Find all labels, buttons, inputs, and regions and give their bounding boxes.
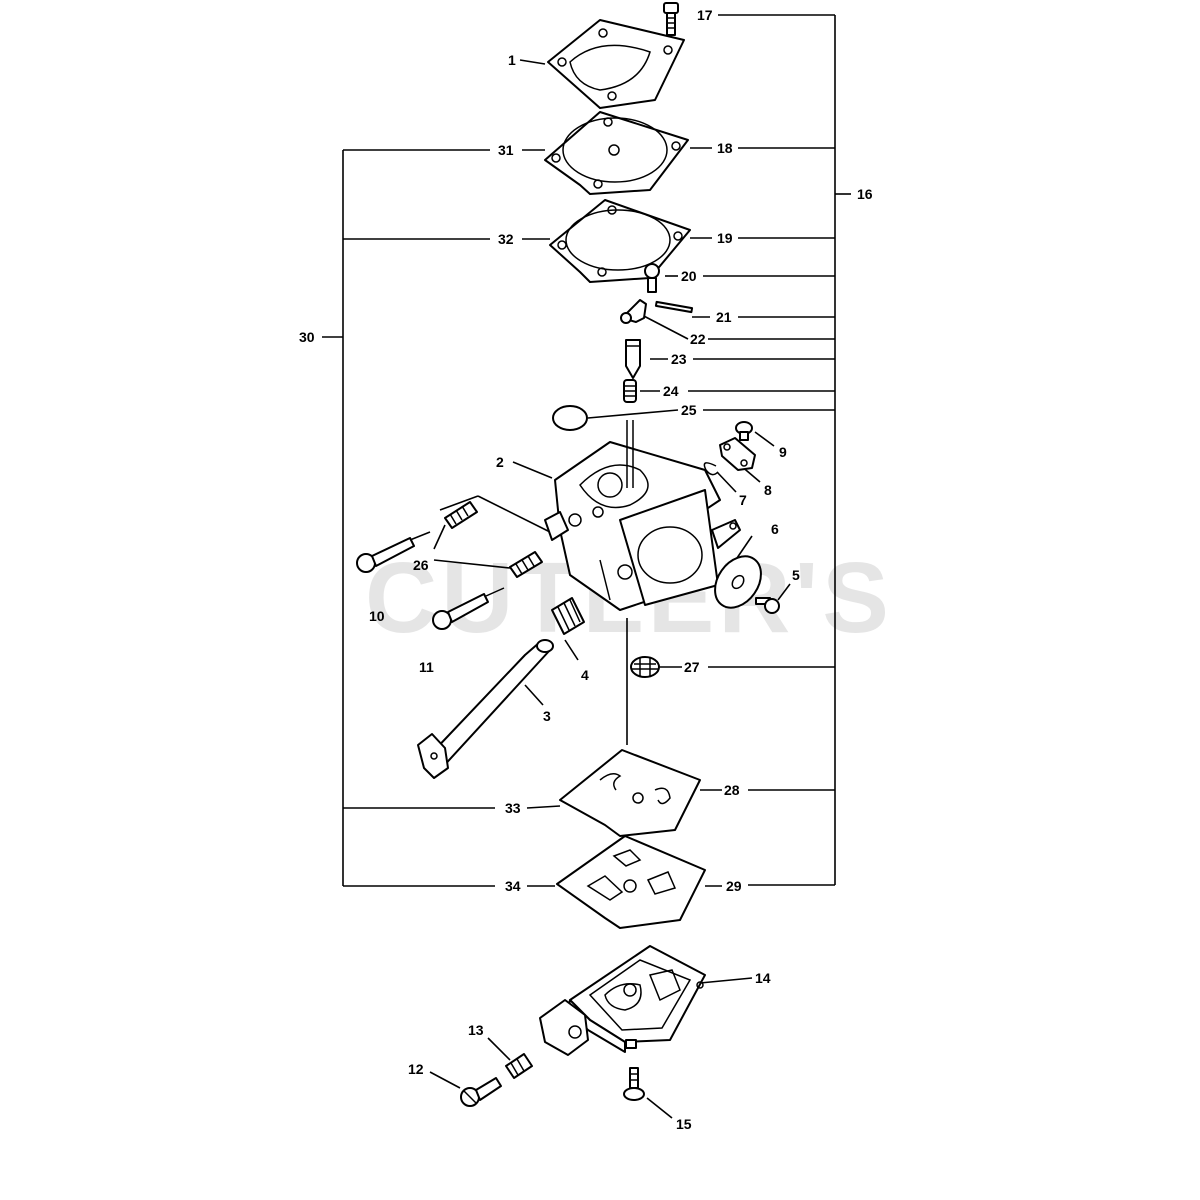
part-4-spring (551, 597, 585, 635)
part-20-screw (644, 263, 660, 293)
part-25-plug (552, 405, 588, 431)
label-30: 30 (299, 329, 315, 345)
part-6-disc (714, 555, 762, 609)
label-6: 6 (771, 521, 779, 537)
part-15-screw (623, 1067, 645, 1101)
label-34: 34 (505, 878, 521, 894)
part-26-spring-upper (444, 501, 478, 529)
label-15: 15 (676, 1116, 692, 1132)
label-22: 22 (690, 331, 706, 347)
part-27-filter (630, 656, 660, 678)
part-23-needle-valve (625, 339, 641, 379)
part-19-gasket (549, 199, 691, 283)
label-27: 27 (684, 659, 700, 675)
bracket-30 (322, 149, 495, 887)
part-18-diaphragm (544, 111, 689, 195)
label-2: 2 (496, 454, 504, 470)
part-9-screw (735, 421, 753, 441)
label-9: 9 (779, 444, 787, 460)
part-21-pin (654, 300, 694, 314)
label-17: 17 (697, 7, 713, 23)
part-14-pump-housing (539, 945, 706, 1056)
part-12-screw (460, 1077, 502, 1107)
label-24: 24 (663, 383, 679, 399)
part-labels: 17 1 31 18 16 32 19 20 21 30 22 23 24 25… (299, 7, 873, 1132)
label-4: 4 (581, 667, 589, 683)
part-26-spring-lower (509, 551, 543, 578)
label-32: 32 (498, 231, 514, 247)
part-17-screw (663, 2, 679, 36)
part-7-clip (703, 462, 719, 476)
label-31: 31 (498, 142, 514, 158)
part-24-spring (623, 379, 637, 403)
bracket-16 (688, 14, 851, 886)
part-1-cover-plate (547, 19, 685, 109)
label-28: 28 (724, 782, 740, 798)
label-11: 11 (419, 659, 434, 675)
part-3-throttle-shaft (417, 639, 554, 779)
leader-lines (429, 59, 791, 1119)
part-29-gasket (556, 835, 706, 929)
label-23: 23 (671, 351, 687, 367)
part-28-gasket (559, 749, 701, 837)
label-10: 10 (369, 608, 385, 624)
label-12: 12 (408, 1061, 424, 1077)
label-3: 3 (543, 708, 551, 724)
label-18: 18 (717, 140, 733, 156)
part-10-adjust-screw (356, 531, 431, 573)
label-25: 25 (681, 402, 697, 418)
label-14: 14 (755, 970, 771, 986)
label-1: 1 (508, 52, 516, 68)
part-2-carburetor-body (544, 420, 741, 611)
label-7: 7 (739, 492, 747, 508)
label-13: 13 (468, 1022, 484, 1038)
label-5: 5 (792, 567, 800, 583)
label-33: 33 (505, 800, 521, 816)
part-22-lever (620, 299, 647, 324)
part-5-screw (755, 597, 780, 614)
label-21: 21 (716, 309, 732, 325)
label-19: 19 (717, 230, 733, 246)
part-8-bracket (719, 437, 756, 471)
part-11-adjust-screw (432, 587, 505, 630)
label-16: 16 (857, 186, 873, 202)
label-29: 29 (726, 878, 742, 894)
label-20: 20 (681, 268, 697, 284)
label-26: 26 (413, 557, 429, 573)
part-13-spring (505, 1053, 533, 1079)
label-8: 8 (764, 482, 772, 498)
